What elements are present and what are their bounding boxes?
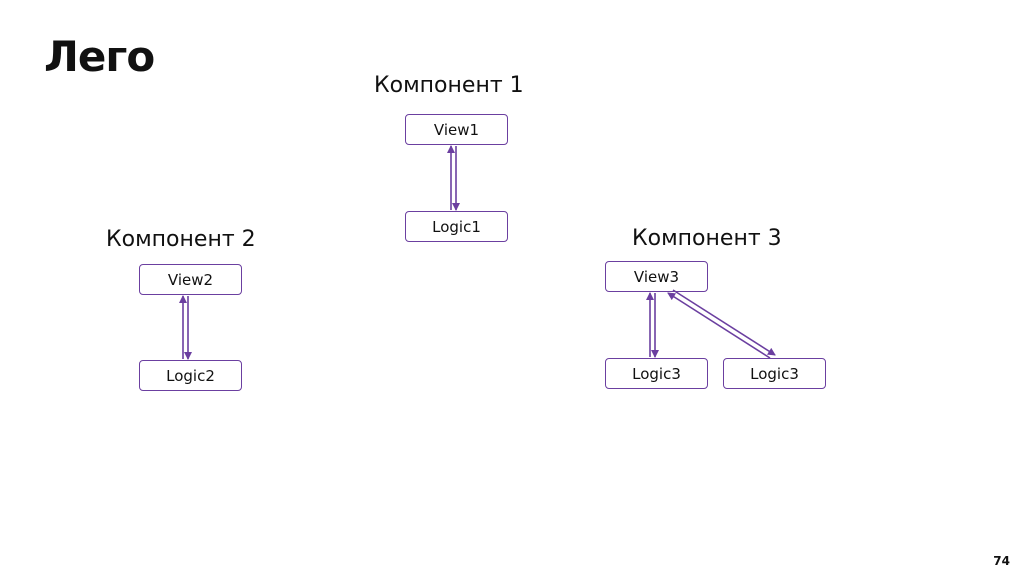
component-1-label: Компонент 1	[374, 73, 524, 98]
page-number: 74	[993, 554, 1010, 568]
arrow-view3-to-logic3b	[672, 289, 776, 356]
logic3-box-right: Logic3	[723, 358, 826, 389]
view1-box: View1	[405, 114, 508, 145]
logic3-box-left: Logic3	[605, 358, 708, 389]
slide-title: Лего	[44, 32, 155, 81]
component-2-label: Компонент 2	[106, 227, 256, 252]
view3-box: View3	[605, 261, 708, 292]
view2-box: View2	[139, 264, 242, 295]
component-3-label: Компонент 3	[632, 226, 782, 251]
arrow-logic3b-to-view3	[667, 292, 771, 359]
logic2-box: Logic2	[139, 360, 242, 391]
logic1-box: Logic1	[405, 211, 508, 242]
